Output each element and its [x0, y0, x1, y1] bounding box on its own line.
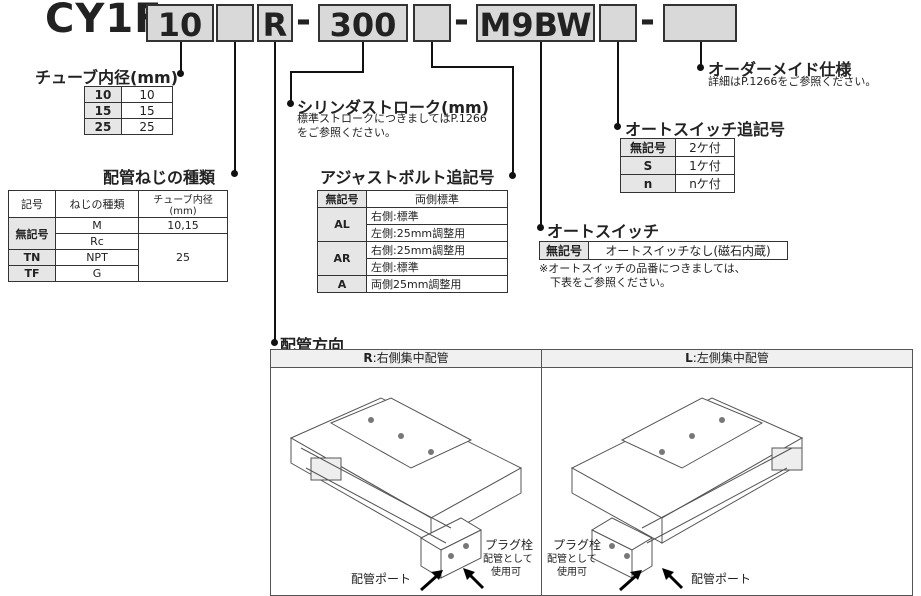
piping-right-header: R:右側集中配管 [271, 350, 541, 368]
piping-panel: R:右側集中配管 L:左側集中配管 配管ポート プラグ栓 配管として 使用 [270, 349, 913, 596]
table-row: TN NPT [8, 249, 228, 266]
auto-switch-note-2: 下表をご参照ください。 [550, 276, 671, 289]
port-thread-table: 記号 ねじの種類 チューブ内径(mm) 無記号 M 10,15 Rc 25 TN… [8, 190, 228, 282]
made-to-order-note: 詳細はP.1266をご参照ください。 [708, 75, 877, 88]
port-label-right: 配管ポート [351, 572, 412, 586]
adjust-bolt-title: アジャストボルト追記号 [320, 168, 495, 187]
port-label-left: 配管ポート [691, 572, 752, 586]
plug-note-right: 配管として [483, 554, 533, 565]
code-dash: - [296, 0, 311, 41]
auto-switch-title: オートスイッチ [547, 222, 660, 241]
switch-count-title: オートスイッチ追記号 [625, 120, 786, 139]
plug-note-left: 配管として [547, 554, 597, 565]
code-dash: - [454, 0, 469, 41]
table-row: 無記号オートスイッチなし(磁石内蔵) [539, 241, 788, 260]
code-dash: - [640, 0, 655, 41]
code-box-bore: 10 [146, 4, 214, 44]
cylinder-right-illustration [289, 397, 523, 592]
code-box-switch-count [599, 4, 637, 42]
plug-label-left: プラグ栓 [553, 538, 602, 552]
table-row: 左側:25mm調整用 [318, 224, 508, 242]
piping-left-header: L:左側集中配管 [542, 350, 912, 368]
table-row: Rc 25 [9, 233, 228, 282]
code-box-piping: R [257, 4, 293, 44]
code-box-thread [216, 4, 254, 42]
stroke-title: シリンダストローク(mm) [297, 98, 489, 117]
table-row: 無記号両側標準 [317, 190, 508, 208]
code-box-order [663, 4, 737, 42]
code-box-switch: M9BW [476, 4, 595, 44]
cylinder-left-illustration [570, 397, 804, 592]
port-thread-title: 配管ねじの種類 [103, 168, 216, 187]
plug-note-left-2: 使用可 [557, 567, 587, 578]
table-row: 無記号 M 10,15 [8, 217, 228, 250]
tube-bore-title: チューブ内径(mm) [35, 68, 179, 87]
plug-note-right-2: 使用可 [491, 567, 521, 578]
stroke-note-2: をご参照ください。 [297, 126, 396, 139]
model-prefix: CY1F [45, 0, 163, 42]
stroke-note: 標準ストロークにつきましてはP.1266 [297, 112, 487, 125]
code-box-adjust [413, 4, 451, 42]
made-to-order-title: オーダーメイド仕様 [708, 60, 852, 79]
plug-label-right: プラグ栓 [485, 538, 534, 552]
table-row: TF G [8, 265, 228, 282]
auto-switch-note: ※オートスイッチの品番につきましては、 [539, 262, 746, 275]
table-row: 左側:標準 [318, 258, 508, 276]
table-row: 記号 ねじの種類 チューブ内径(mm) [8, 190, 228, 218]
code-box-stroke: 300 [318, 4, 408, 44]
auto-switch-table: 無記号オートスイッチなし(磁石内蔵) [539, 241, 788, 260]
